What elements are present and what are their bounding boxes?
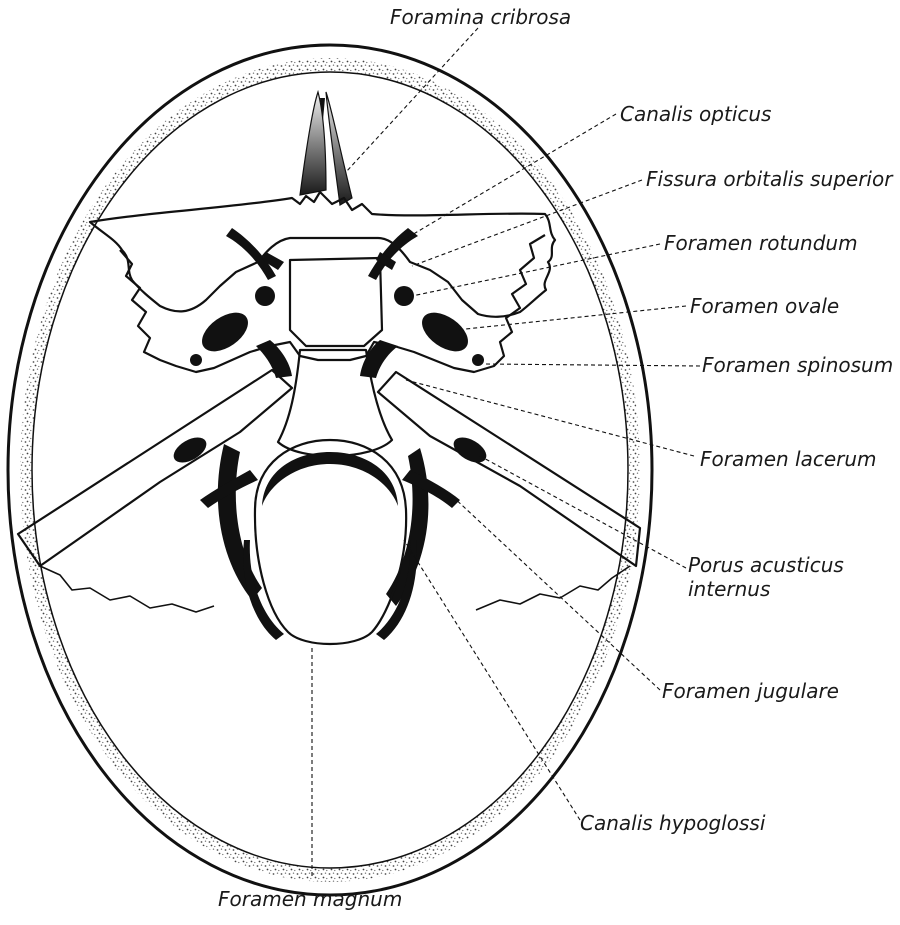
label-fissura-orbitalis-superior: Fissura orbitalis superior xyxy=(646,167,894,191)
label-foramen-ovale: Foramen ovale xyxy=(690,294,839,318)
label-foramen-jugulare: Foramen jugulare xyxy=(662,679,839,703)
label-foramina-cribrosa: Foramina cribrosa xyxy=(390,5,571,29)
label-foramen-rotundum: Foramen rotundum xyxy=(664,231,858,255)
label-foramen-spinosum: Foramen spinosum xyxy=(702,353,893,377)
label-porus-acusticus-line1: Porus acusticus xyxy=(688,553,844,577)
label-foramen-magnum: Foramen magnum xyxy=(218,887,402,911)
label-canalis-opticus: Canalis opticus xyxy=(620,102,771,126)
label-porus-acusticus-line2: internus xyxy=(688,577,770,601)
label-canalis-hypoglossi: Canalis hypoglossi xyxy=(580,811,766,835)
label-foramen-lacerum: Foramen lacerum xyxy=(700,447,877,471)
skull-rim xyxy=(8,45,652,895)
